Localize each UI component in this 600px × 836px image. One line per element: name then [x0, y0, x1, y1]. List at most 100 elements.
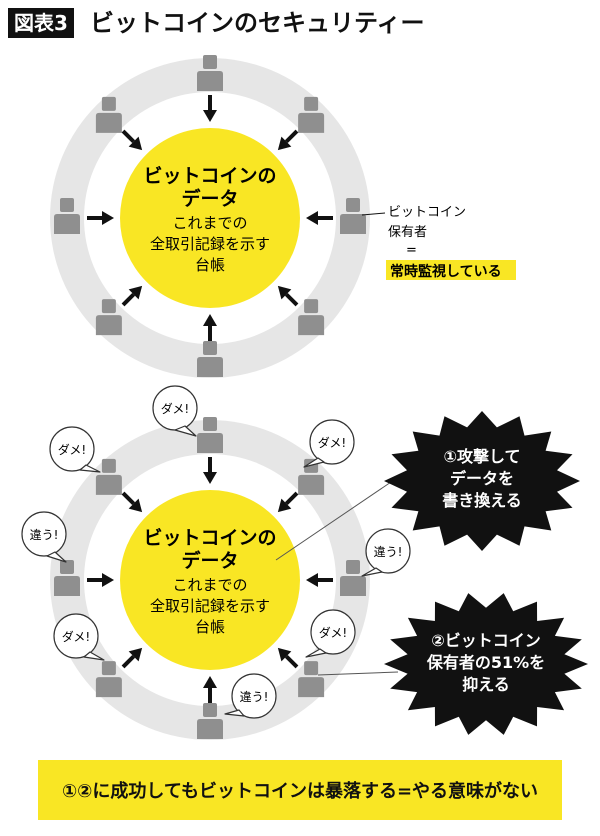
- holders-bottom: [54, 417, 366, 739]
- arrow-icon: [87, 573, 114, 587]
- person-icon: [197, 341, 223, 377]
- note-leader-line: [361, 212, 386, 216]
- note-line-2: 保有者: [388, 225, 427, 240]
- speech-bubble: ダメ!: [53, 613, 105, 661]
- note-highlight: 常時監視している: [390, 263, 502, 280]
- arrow-icon: [203, 314, 217, 341]
- arrow-icon: [121, 647, 143, 669]
- person-icon: [340, 198, 366, 234]
- person-icon: [298, 661, 325, 698]
- diagram-top: ビットコインの データ これまでの 全取引記録を示す 台帳 ビットコイン 保有者…: [50, 55, 516, 378]
- person-icon: [197, 55, 223, 91]
- holder: [197, 417, 223, 484]
- arrow-icon: [121, 491, 143, 513]
- speech-bubble: ダメ!: [303, 419, 355, 468]
- person-icon: [340, 560, 366, 596]
- ledger-heading-1: ビットコインの: [143, 527, 276, 549]
- attack-2-line-1: ②ビットコイン: [431, 631, 541, 650]
- ledger-body-3: 台帳: [195, 256, 225, 274]
- person-icon: [197, 703, 223, 739]
- arrow-icon: [203, 676, 217, 703]
- speech-text: ダメ!: [62, 629, 90, 644]
- holder: [95, 458, 143, 513]
- attack-1-line-2: データを: [450, 469, 514, 488]
- holder: [95, 96, 143, 151]
- arrow-icon: [203, 457, 217, 484]
- holder: [95, 285, 143, 336]
- figure-number: 図表3: [8, 8, 74, 38]
- arrow-icon: [306, 573, 333, 587]
- speech-text: 違う!: [30, 528, 59, 542]
- arrow-icon: [121, 285, 143, 307]
- holder: [277, 96, 325, 151]
- conclusion-text: ①②に成功してもビットコインは暴落する=やる意味がない: [61, 781, 539, 802]
- person-icon: [54, 560, 80, 596]
- speech-bubble: ダメ!: [305, 609, 356, 658]
- diagram-bottom: ビットコインの データ これまでの 全取引記録を示す 台帳 ダメ! ダメ! ダメ…: [21, 385, 588, 740]
- ledger-circle: [120, 128, 300, 308]
- holder: [277, 458, 325, 513]
- speech-text: ダメ!: [161, 401, 189, 416]
- person-icon: [95, 661, 122, 698]
- speech-text: ダメ!: [319, 625, 347, 640]
- figure-title: ビットコインのセキュリティー: [90, 9, 425, 37]
- holder: [306, 560, 366, 596]
- note-equals: =: [406, 243, 417, 258]
- ledger-heading-2: データ: [181, 187, 238, 210]
- attack-2-line-2: 保有者の51%を: [426, 653, 545, 672]
- attack-1-line-3: 書き換える: [442, 491, 522, 510]
- holder: [54, 198, 114, 234]
- ledger-heading-1: ビットコインの: [143, 165, 276, 187]
- ledger-circle: [120, 490, 300, 670]
- holder: [306, 198, 366, 234]
- arrow-icon: [203, 95, 217, 122]
- holder: [197, 55, 223, 122]
- note-line-1: ビットコイン: [388, 205, 466, 220]
- person-icon: [95, 96, 122, 133]
- speech-text: 違う!: [374, 545, 403, 559]
- speech-bubble: ダメ!: [49, 426, 101, 473]
- speech-text: ダメ!: [318, 435, 346, 450]
- arrow-icon: [277, 129, 299, 151]
- attack-1-burst: ①攻撃して データを 書き換える: [384, 411, 580, 551]
- holder: [197, 676, 223, 739]
- holder: [197, 314, 223, 377]
- speech-bubble: 違う!: [361, 528, 411, 577]
- attack-2-burst: ②ビットコイン 保有者の51%を 抑える: [384, 593, 588, 735]
- arrow-icon: [277, 647, 299, 669]
- holder: [277, 647, 325, 698]
- ledger-heading-2: データ: [181, 549, 238, 572]
- holder: [95, 647, 143, 698]
- attack-2-line-3: 抑える: [462, 675, 510, 694]
- attack-1-leader: [275, 479, 395, 561]
- person-icon: [95, 458, 122, 495]
- arrow-icon: [277, 491, 299, 513]
- ledger-body-3: 台帳: [195, 618, 225, 636]
- holder: [54, 560, 114, 596]
- ledger-body-1: これまでの: [172, 214, 247, 232]
- note-highlight-bg: [386, 260, 516, 280]
- person-icon: [298, 299, 325, 336]
- holder: [277, 285, 325, 336]
- ledger-body-1: これまでの: [172, 576, 247, 594]
- attack-1-line-1: ①攻撃して: [443, 447, 520, 466]
- person-icon: [95, 299, 122, 336]
- speech-text: 違う!: [240, 690, 269, 704]
- person-icon: [197, 417, 223, 453]
- speech-bubble: 違う!: [21, 511, 67, 563]
- arrow-icon: [277, 285, 299, 307]
- attack-2-leader: [317, 671, 399, 676]
- person-icon: [54, 198, 80, 234]
- person-icon: [298, 96, 325, 133]
- conclusion-banner: ①②に成功してもビットコインは暴落する=やる意味がない: [38, 760, 562, 820]
- ledger-body-2: 全取引記録を示す: [150, 597, 270, 615]
- ledger-body-2: 全取引記録を示す: [150, 235, 270, 253]
- speech-text: ダメ!: [58, 442, 86, 457]
- arrow-icon: [121, 129, 143, 151]
- arrow-icon: [306, 211, 333, 225]
- speech-bubble: 違う!: [224, 673, 277, 719]
- speech-bubble: ダメ!: [152, 385, 198, 437]
- holders-top: [54, 55, 366, 377]
